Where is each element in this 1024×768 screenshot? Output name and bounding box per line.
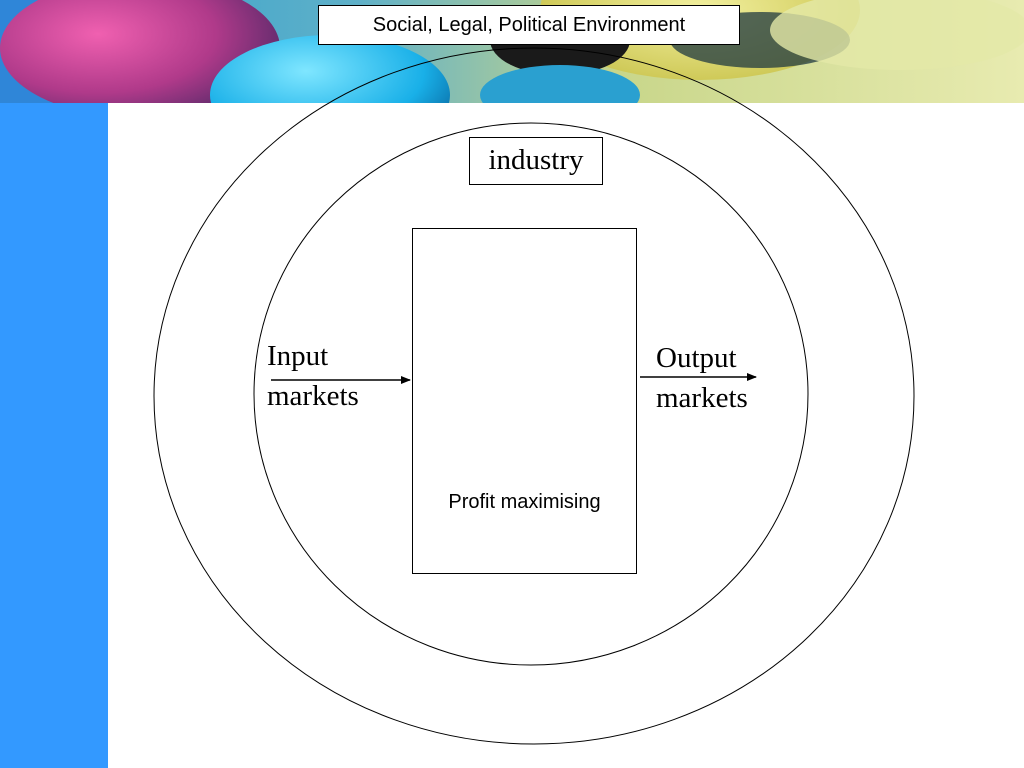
environment-label: Social, Legal, Political Environment [318, 5, 740, 45]
industry-label: industry [469, 137, 603, 185]
firm-label: Profit maximising [448, 491, 601, 513]
firm-box: Profit maximising [412, 228, 637, 574]
output-label-line2: markets [656, 382, 748, 414]
left-sidebar-bar [0, 0, 108, 768]
industry-circle [253, 122, 809, 666]
output-label-line1: Output [656, 342, 737, 374]
output-markets-label: Output markets [656, 338, 748, 418]
input-label-line2: markets [267, 380, 359, 412]
input-label-line1: Input [267, 340, 329, 372]
input-markets-label: Input markets [267, 336, 359, 416]
environment-circle [153, 47, 915, 745]
